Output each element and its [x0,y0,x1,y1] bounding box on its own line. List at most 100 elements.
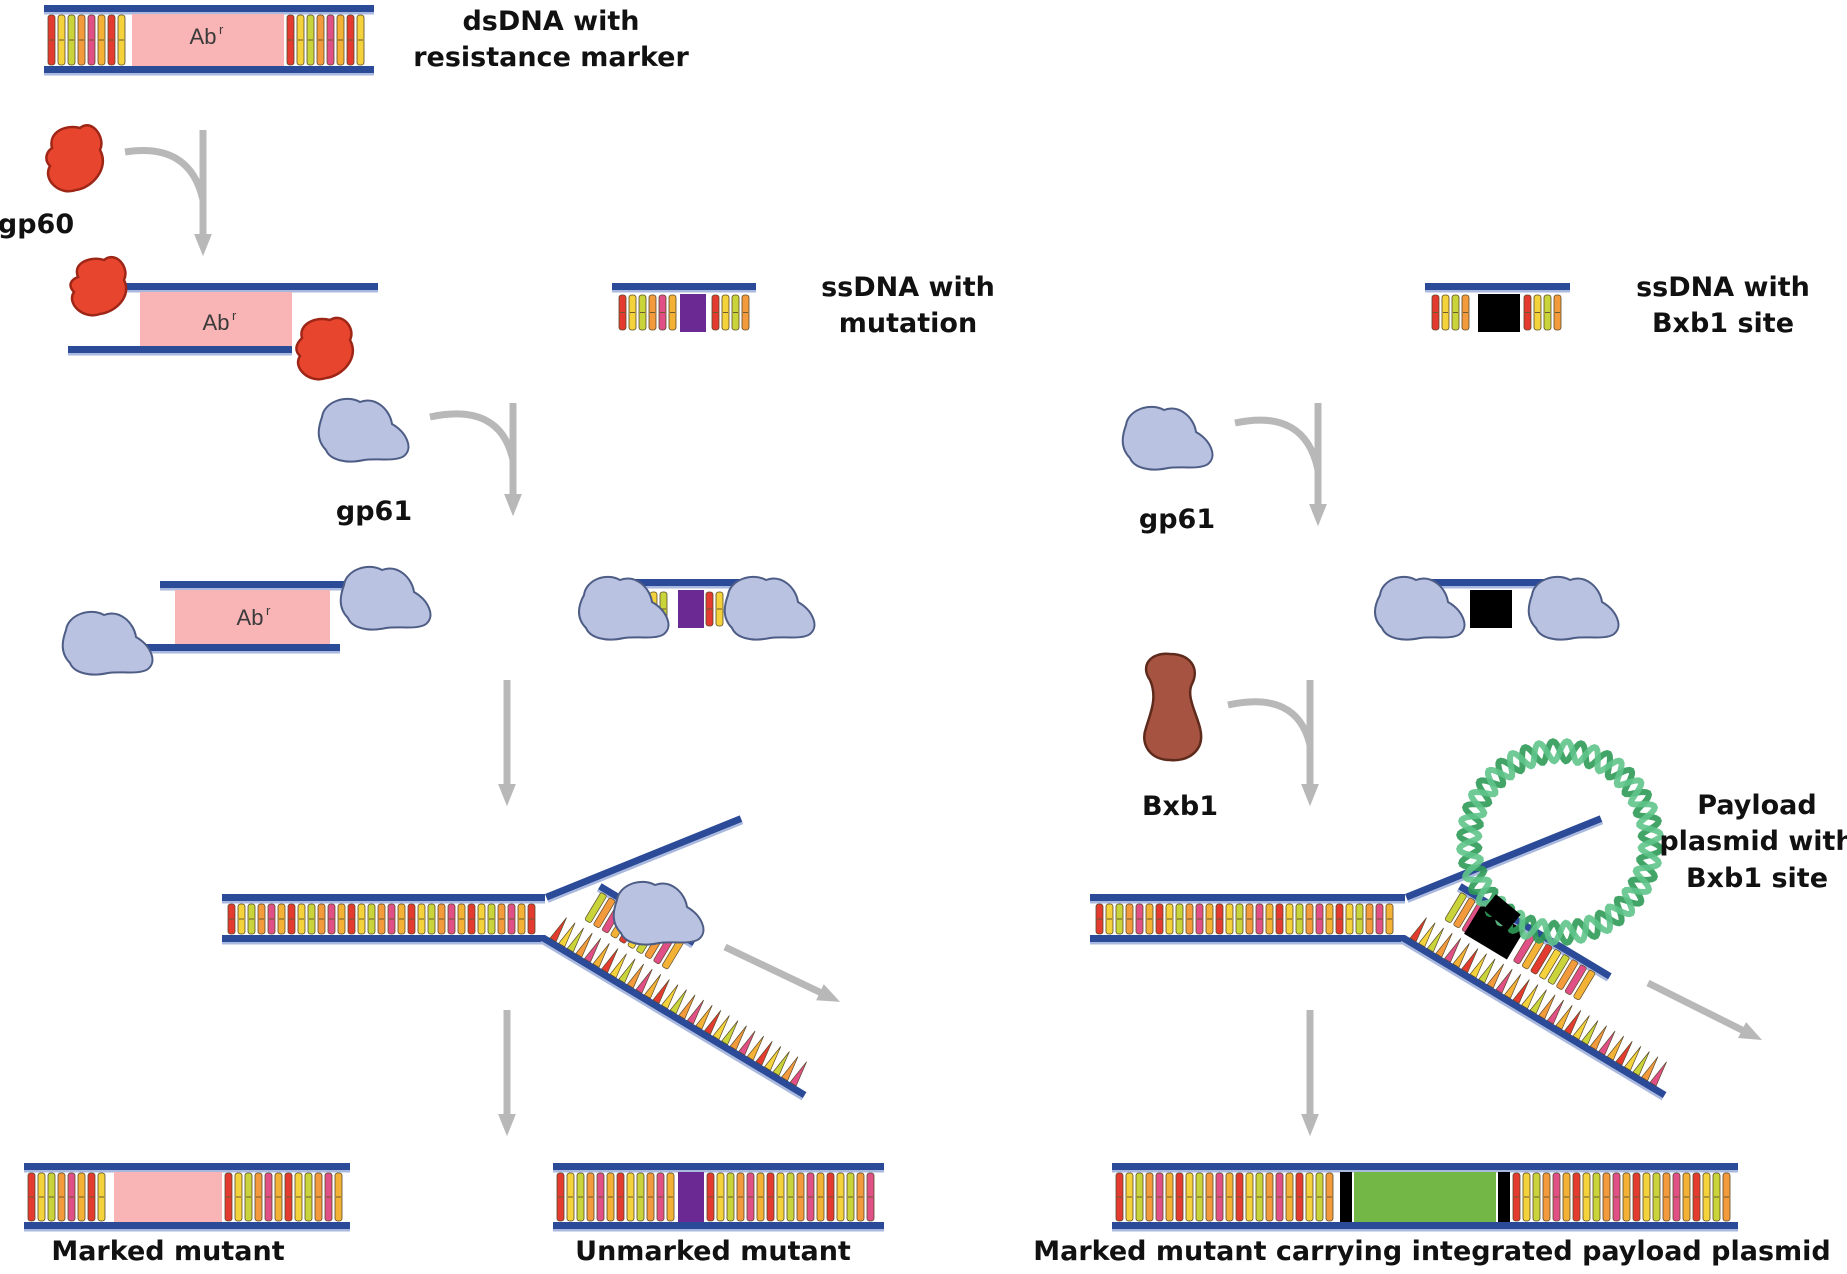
gp60-label: gp60 [0,209,74,240]
unmarked-mutant-dna [553,1163,884,1232]
base-pair [1444,892,1467,923]
parental-bottom-strand [1090,935,1405,942]
plasmid-strand [1456,738,1664,946]
dna-backbone-edge [44,12,374,15]
payload-line1: Payload [1697,790,1816,821]
bxb1-attachment-site [1464,904,1525,960]
displaced-strand [545,815,744,903]
ssdna-mutation-line1: ssDNA with [821,272,995,303]
ssdna-overhang-top [160,581,372,588]
bxb1-integrase-icon [1143,652,1203,762]
unmarked-mutant-label: Unmarked mutant [575,1236,851,1267]
marked-mutant-dna [24,1163,350,1232]
base-pair [1443,937,1462,963]
dna-backbone-edge [1400,941,1663,1101]
base-pair [1538,994,1556,1020]
dna-backbone-edge [547,821,744,903]
base-pair [609,953,627,979]
base-pair [1512,979,1530,1005]
payload-line2: plasmid with [1659,826,1847,857]
dna-top-strand [553,1163,884,1170]
dna-backbone-edge [68,353,292,356]
displaced-strand [1405,815,1604,903]
base-pair [1426,927,1444,953]
dna-backbone-edge [222,942,545,945]
lagging-strand-arm [1400,917,1667,1101]
ssdna-overhang-bottom [68,346,292,353]
base-pair [746,1035,765,1061]
resistance-marker-region [114,1172,222,1222]
gp61-protein-icon [339,565,432,631]
base-pair [1572,1015,1590,1041]
lagging-strand-backbone [1401,935,1667,1099]
marker-label: Ab [190,24,217,49]
proteins [45,124,1620,762]
dna-bottom-strand [553,1222,884,1229]
base-pair [566,927,584,953]
ssdna-bxb1-line2: Bxb1 site [1652,308,1794,339]
mutation-site [680,294,706,332]
base-pair [1573,969,1596,1001]
bxb1-attachment-site [1478,294,1520,332]
base-pair [738,1030,756,1056]
labels: dsDNA with resistance marker gp60 ssDNA … [0,6,1847,1267]
dna-backbone-edge [1090,942,1405,945]
base-pair [635,968,653,994]
dna-backbone-edge [222,901,545,904]
base-pair [781,1056,799,1082]
base-pair [772,1051,790,1077]
base-pair [1615,1040,1633,1066]
base-pair [1598,1030,1616,1056]
dsdna-title-line2: resistance marker [413,42,689,73]
process-arrows [124,130,1763,1137]
dna-backbone-edge [1112,1170,1738,1173]
replication-fork-bxb1 [1090,815,1667,1101]
displaced-strand-backbone [1405,815,1603,901]
gp61-label-right: gp61 [1139,504,1215,535]
payload-plasmid-region [1354,1172,1496,1222]
base-pair [1563,1010,1582,1035]
base-pair [1589,1025,1607,1051]
dna-backbone-edge [613,586,756,589]
resistance-marker-region [132,14,284,66]
payload-line3: Bxb1 site [1686,863,1828,894]
marker-label-superscript: r [219,22,224,37]
base-pair [1461,948,1479,974]
gp61-protein-icon [1121,405,1214,471]
annealed-ssdna [1444,883,1612,1001]
base-pair [678,994,696,1020]
gp61-protein-icon [1374,575,1466,641]
base-pair [1529,989,1547,1015]
ssdna-mutation-line2: mutation [839,308,977,339]
parental-top-strand [222,894,545,901]
lagging-strand-arm [540,917,807,1101]
base-pair [584,892,607,923]
dna-backbone-edge [1090,901,1405,904]
ssdna-mutation [612,283,756,332]
base-pair [661,984,679,1010]
marker-label-superscript: r [266,603,271,618]
base-pair [686,999,705,1025]
base-pair [1495,968,1513,994]
base-pair [1555,1004,1573,1030]
marked-mutant-label: Marked mutant [51,1236,284,1267]
base-pair [1503,974,1522,999]
ssdna-overhang-top [118,283,378,290]
base-pair [1469,953,1487,979]
base-pair [729,1025,747,1051]
base-pair [1453,897,1476,928]
base-pair [1418,922,1436,948]
gp61-bound-ssdna-bxb1 [1418,579,1560,628]
dna-bottom-strand [24,1222,350,1229]
replication-fork-mutation [222,815,807,1101]
base-pair [712,1015,730,1041]
mutation-site [678,1172,704,1222]
bxb1-label: Bxb1 [1142,791,1218,822]
base-pair [695,1004,713,1030]
lagging-strand-backbone [541,935,807,1099]
